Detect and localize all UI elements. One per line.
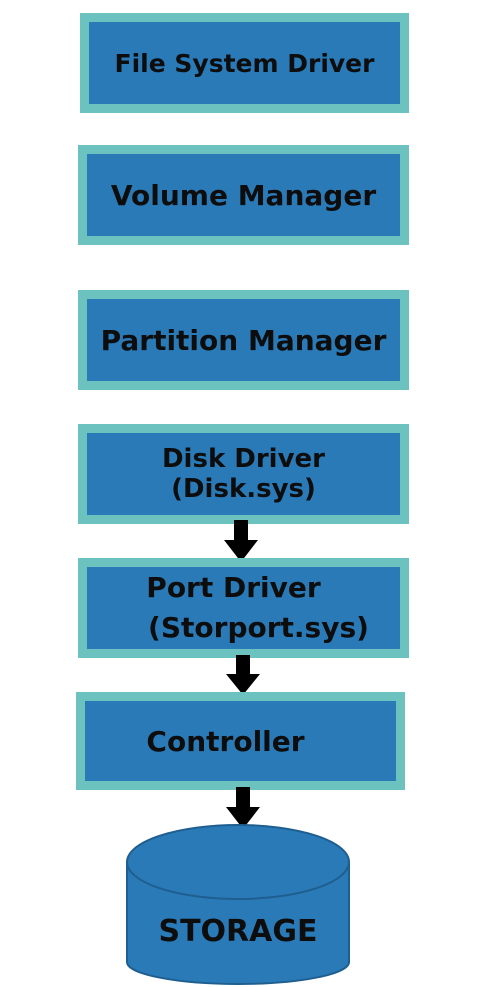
file-system-driver-label: File System Driver	[114, 48, 375, 78]
controller-box: Controller	[76, 692, 405, 790]
arrow-controller-to-storage	[226, 787, 260, 829]
volume-manager-box: Volume Manager	[78, 145, 409, 245]
arrow-port-to-controller	[226, 655, 260, 695]
storage-cylinder-top	[126, 824, 350, 900]
controller-label: Controller	[146, 724, 305, 758]
port-driver-box: Port Driver (Storport.sys)	[78, 558, 409, 658]
arrow-disk-to-port	[224, 520, 258, 562]
disk-driver-box: Disk Driver (Disk.sys)	[78, 424, 409, 524]
volume-manager-label: Volume Manager	[110, 178, 377, 212]
partition-manager-box: Partition Manager	[78, 290, 409, 390]
storage-label: STORAGE	[158, 914, 318, 949]
port-driver-label-line2: (Storport.sys)	[148, 611, 369, 644]
port-driver-label-line1: Port Driver	[146, 571, 321, 604]
file-system-driver-box: File System Driver	[80, 13, 409, 113]
disk-driver-label: Disk Driver (Disk.sys)	[161, 444, 326, 504]
partition-manager-label: Partition Manager	[100, 323, 387, 357]
